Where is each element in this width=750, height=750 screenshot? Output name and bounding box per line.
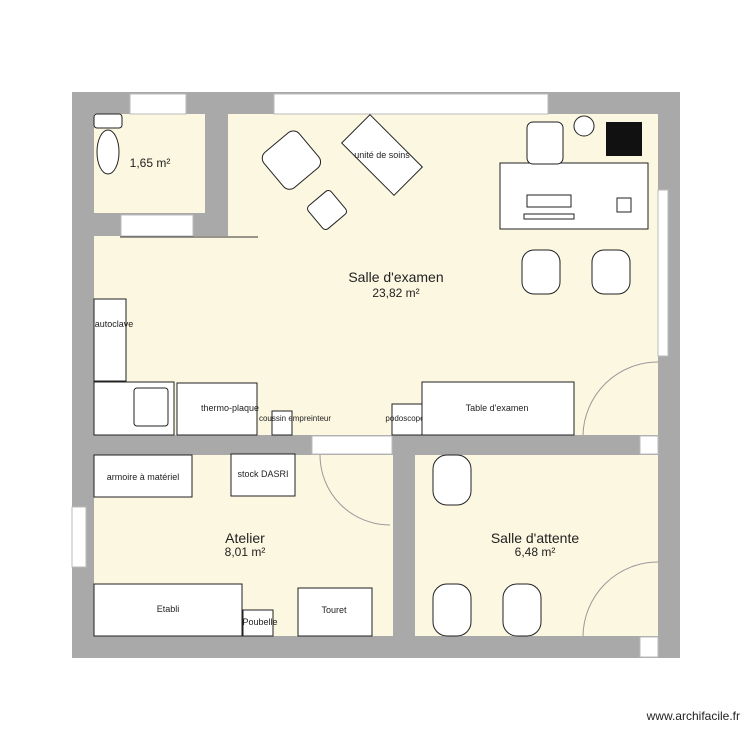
care-unit	[340, 113, 424, 197]
watermark: www.archifacile.fr	[646, 709, 740, 723]
door-swing[interactable]	[582, 561, 659, 637]
armoire-label: armoire à matériel	[107, 472, 180, 482]
armoire	[93, 454, 193, 498]
touret	[297, 587, 373, 637]
coussin-empreinteur	[271, 410, 293, 436]
stool-icon	[307, 190, 347, 230]
thermo-plaque	[176, 382, 258, 436]
exam-table	[421, 381, 575, 436]
door-swing[interactable]	[319, 454, 391, 526]
keyboard-icon	[526, 194, 572, 208]
autoclave-label: autoclave	[95, 319, 134, 329]
touret-label: Touret	[321, 605, 347, 615]
autoclave	[93, 298, 127, 382]
door-swing[interactable]	[582, 361, 659, 436]
door-opening	[120, 214, 194, 237]
window	[273, 93, 549, 115]
toilet-icon	[93, 113, 123, 175]
exam-room-area: 23,82 m²	[372, 286, 419, 300]
chair-icon	[521, 249, 561, 295]
monitor-icon	[523, 213, 575, 220]
stock-dasri-label: stock DASRI	[237, 469, 288, 479]
thermo-plaque-label: thermo-plaque	[201, 403, 259, 413]
plant-icon	[573, 115, 595, 137]
care-unit-label: unité de soins	[354, 150, 410, 160]
podoscope-label: podoscope	[385, 414, 425, 423]
chair-icon	[591, 249, 631, 295]
atelier-area: 8,01 m²	[225, 545, 266, 559]
attente-area: 6,48 m²	[515, 545, 556, 559]
atelier-name: Atelier	[225, 530, 265, 546]
window	[71, 506, 87, 568]
exam-table-label: Table d'examen	[466, 403, 529, 413]
etabli-label: Etabli	[157, 604, 180, 614]
poubelle-label: Poubelle	[242, 617, 277, 627]
coussin-label: coussin empreinteur	[259, 414, 331, 423]
door-opening	[311, 435, 393, 455]
window	[129, 93, 187, 115]
door-opening	[639, 636, 659, 658]
door-opening	[639, 435, 659, 455]
armchair-icon	[261, 130, 322, 190]
wc-area: 1,65 m²	[130, 156, 171, 170]
attente-name: Salle d'attente	[491, 530, 580, 546]
window	[657, 189, 669, 357]
printer-icon	[606, 122, 642, 156]
phone-icon	[616, 197, 632, 213]
poubelle	[242, 609, 274, 637]
exam-room-name: Salle d'examen	[348, 269, 443, 285]
stock-dasri	[230, 453, 296, 497]
waiting-chair-icon	[432, 454, 472, 506]
waiting-chair-icon	[432, 583, 472, 637]
podoscope	[391, 403, 423, 436]
office-chair-icon	[526, 121, 564, 165]
waiting-chair-icon	[502, 583, 542, 637]
etabli	[93, 583, 243, 637]
